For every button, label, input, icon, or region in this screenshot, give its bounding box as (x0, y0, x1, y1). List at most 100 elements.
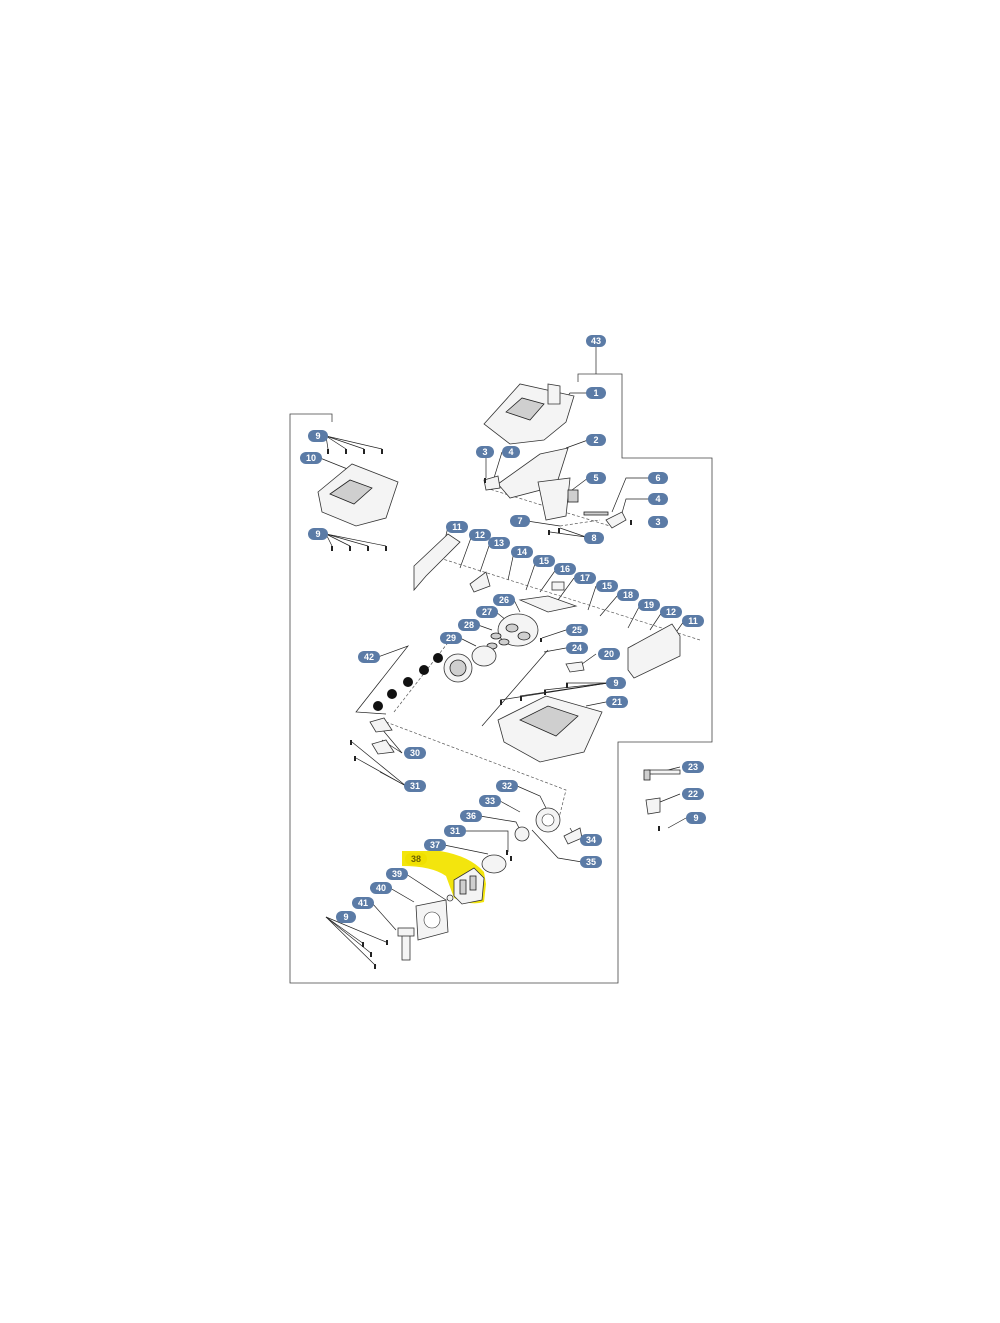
svg-text:4: 4 (655, 494, 660, 504)
part-27-dispenser-wheel (497, 613, 539, 647)
svg-text:7: 7 (517, 516, 522, 526)
callout-12a[interactable]: 12 (469, 529, 491, 541)
svg-text:18: 18 (623, 590, 633, 600)
svg-text:22: 22 (688, 789, 698, 799)
callout-37[interactable]: 37 (424, 839, 446, 851)
callout-30[interactable]: 30 (404, 747, 426, 759)
callout-22[interactable]: 22 (682, 788, 704, 800)
part-17-clip (551, 581, 565, 591)
svg-text:20: 20 (604, 649, 614, 659)
callout-18[interactable]: 18 (617, 589, 639, 601)
callout-10[interactable]: 10 (300, 452, 322, 464)
callout-28[interactable]: 28 (458, 619, 480, 631)
callout-16[interactable]: 16 (554, 563, 576, 575)
callout-33[interactable]: 33 (479, 795, 501, 807)
part-4-clip (605, 511, 627, 529)
callout-13[interactable]: 13 (488, 537, 510, 549)
callout-38-highlighted[interactable]: 38 (405, 853, 427, 865)
svg-text:30: 30 (410, 748, 420, 758)
part-38-motor (453, 867, 485, 905)
callout-40[interactable]: 40 (370, 882, 392, 894)
svg-text:9: 9 (315, 431, 320, 441)
part-23-rod (643, 769, 681, 781)
callout-39[interactable]: 39 (386, 868, 408, 880)
svg-text:41: 41 (358, 898, 368, 908)
callout-2[interactable]: 2 (586, 434, 606, 446)
svg-text:9: 9 (343, 912, 348, 922)
callout-3b[interactable]: 3 (648, 516, 668, 528)
callout-42[interactable]: 42 (358, 651, 380, 663)
callout-4[interactable]: 4 (502, 446, 520, 458)
callout-7[interactable]: 7 (510, 515, 530, 527)
part-42-knob-set (373, 653, 473, 711)
part-6-rod (583, 511, 609, 516)
callout-15b[interactable]: 15 (596, 580, 618, 592)
svg-text:9: 9 (315, 529, 320, 539)
callout-4b[interactable]: 4 (648, 493, 668, 505)
svg-text:11: 11 (688, 616, 698, 626)
part-28-springs (486, 632, 510, 650)
svg-text:32: 32 (502, 781, 512, 791)
callout-9d[interactable]: 9 (686, 812, 706, 824)
callout-35[interactable]: 35 (580, 856, 602, 868)
svg-text:23: 23 (688, 762, 698, 772)
part-30-arms (369, 717, 395, 755)
callout-41[interactable]: 41 (352, 897, 374, 909)
screws (327, 449, 660, 969)
svg-text:39: 39 (392, 869, 402, 879)
callout-9e[interactable]: 9 (336, 911, 356, 923)
callout-9c[interactable]: 9 (606, 677, 626, 689)
part-37-ring (481, 854, 507, 874)
part-20-clip (565, 661, 585, 673)
callout-34[interactable]: 34 (580, 834, 602, 846)
svg-text:16: 16 (560, 564, 570, 574)
callout-20[interactable]: 20 (598, 648, 620, 660)
callout-11a[interactable]: 11 (446, 521, 468, 533)
part-21-tray (497, 695, 603, 763)
callout-11b[interactable]: 11 (682, 615, 704, 627)
callout-31b[interactable]: 31 (444, 825, 466, 837)
svg-text:38: 38 (411, 854, 421, 864)
callout-17[interactable]: 17 (574, 572, 596, 584)
part-5-block (537, 477, 579, 521)
callout-5[interactable]: 5 (586, 472, 606, 484)
callout-29[interactable]: 29 (440, 632, 462, 644)
part-10-housing (317, 463, 399, 527)
callout-19[interactable]: 19 (638, 599, 660, 611)
callout-36[interactable]: 36 (460, 810, 482, 822)
svg-text:19: 19 (644, 600, 654, 610)
callout-27[interactable]: 27 (476, 606, 498, 618)
svg-text:34: 34 (586, 835, 596, 845)
callout-23[interactable]: 23 (682, 761, 704, 773)
callout-badges: 43 1 2 3 4 5 6 4 3 7 8 9 10 9 11 12 13 1… (300, 335, 706, 923)
callout-9a[interactable]: 9 (308, 430, 328, 442)
callout-24[interactable]: 24 (566, 642, 588, 654)
callout-32[interactable]: 32 (496, 780, 518, 792)
svg-text:5: 5 (593, 473, 598, 483)
svg-text:9: 9 (613, 678, 618, 688)
svg-text:3: 3 (482, 447, 487, 457)
callout-1[interactable]: 1 (586, 387, 606, 399)
callout-43[interactable]: 43 (586, 335, 606, 347)
callout-25[interactable]: 25 (566, 624, 588, 636)
part-34-lever (563, 827, 583, 845)
callout-9b[interactable]: 9 (308, 528, 328, 540)
callout-6[interactable]: 6 (648, 472, 668, 484)
callout-31a[interactable]: 31 (404, 780, 426, 792)
callout-21[interactable]: 21 (606, 696, 628, 708)
callout-3[interactable]: 3 (476, 446, 494, 458)
callout-26[interactable]: 26 (493, 594, 515, 606)
callout-12b[interactable]: 12 (660, 606, 682, 618)
callout-8[interactable]: 8 (584, 532, 604, 544)
part-39-washer (446, 894, 454, 902)
svg-text:31: 31 (410, 781, 420, 791)
svg-text:36: 36 (466, 811, 476, 821)
callout-15a[interactable]: 15 (533, 555, 555, 567)
svg-text:2: 2 (593, 435, 598, 445)
svg-text:42: 42 (364, 652, 374, 662)
callout-14[interactable]: 14 (511, 546, 533, 558)
svg-text:25: 25 (572, 625, 582, 635)
part-41-shaft (397, 927, 415, 961)
svg-text:28: 28 (464, 620, 474, 630)
